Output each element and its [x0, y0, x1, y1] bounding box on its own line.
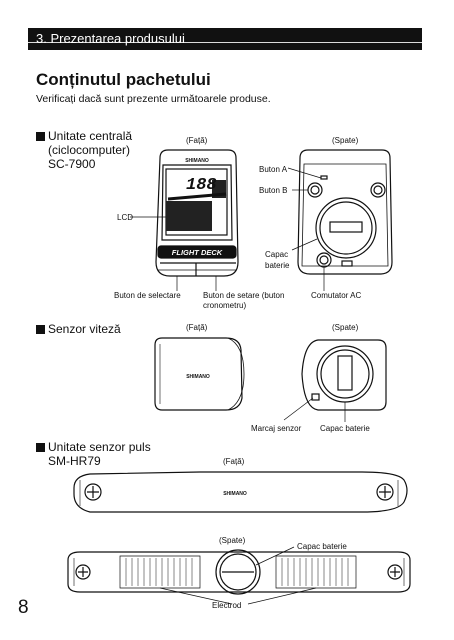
computer-back-label: (Spate)	[332, 136, 359, 145]
page-subtitle: Verificați dacă sunt prezente următoarel…	[36, 93, 271, 105]
page-number: 8	[18, 597, 29, 618]
electrode-label: Electrod	[212, 601, 242, 610]
hr-back-label: (Spate)	[219, 536, 246, 545]
speed-sensor-heading: Senzor viteză	[36, 322, 121, 336]
computer-front-label: (Față)	[186, 136, 208, 145]
computer-front-illustration	[155, 149, 239, 277]
hr-front-label: (Față)	[223, 457, 245, 466]
speed-sensor-back-illustration	[301, 339, 387, 411]
ac-switch-label: Comutator AC	[311, 291, 362, 300]
lcd-label: LCD	[117, 213, 134, 222]
button-a-label: Buton A	[259, 165, 288, 174]
hr-sensor-heading: Unitate senzor puls SM-HR79	[36, 440, 151, 468]
button-b-label: Buton B	[259, 186, 288, 195]
hr-sensor-brand: SHIMANO	[223, 491, 247, 497]
hr-strap-front-illustration	[73, 471, 408, 513]
computer-battery-cap-label-2: baterie	[265, 261, 290, 270]
sensor-marker-label: Marcaj senzor	[251, 424, 302, 433]
speed-front-label: (Față)	[186, 323, 208, 332]
select-button-label: Buton de selectare	[114, 291, 181, 300]
computer-battery-cap-label-1: Capac	[265, 250, 289, 259]
bullet-square	[36, 132, 45, 141]
hr-battery-cap-label: Capac baterie	[297, 542, 347, 551]
set-button-label-1: Buton de setare (buton	[203, 291, 285, 300]
computer-logo: FLIGHT DECK	[172, 248, 223, 257]
speed-sensor-front-illustration	[154, 337, 245, 411]
computer-heading: Unitate centrală (ciclocomputer) SC-7900	[36, 129, 132, 171]
speed-back-label: (Spate)	[332, 323, 359, 332]
bullet-square	[36, 325, 45, 334]
set-button-label-2: cronometru)	[203, 301, 247, 310]
speed-battery-cap-label: Capac baterie	[320, 424, 370, 433]
header-rule	[28, 42, 422, 43]
speed-sensor-brand: SHIMANO	[186, 374, 210, 380]
computer-brand: SHIMANO	[185, 158, 209, 164]
computer-back-illustration	[297, 149, 393, 275]
page-title: Conținutul pachetului	[36, 70, 211, 89]
hr-strap-back-illustration	[67, 549, 411, 595]
lcd-digits: 188	[186, 176, 217, 195]
bullet-square	[36, 443, 45, 452]
